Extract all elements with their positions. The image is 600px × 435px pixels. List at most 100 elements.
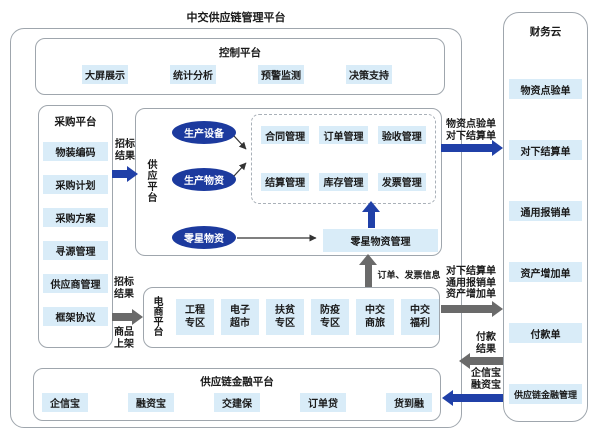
finance-platform-item: 货到融 [386, 393, 432, 412]
label-line: 物资点验单 [446, 119, 496, 130]
ecommerce-item-line: 超市 [230, 318, 250, 329]
finance-cloud-item: 通用报销单 [509, 201, 582, 221]
supply-module: 库存管理 [319, 172, 368, 191]
purchase-item: 采购计划 [43, 175, 108, 194]
finance-platform-item: 交建保 [214, 393, 260, 412]
control-platform-title: 控制平台 [219, 47, 261, 59]
ecommerce-item: 工程专区 [176, 299, 214, 335]
arrow-ecommerce-to-sporadic [359, 254, 377, 287]
ecommerce-item-line: 中交 [410, 305, 430, 316]
label-line: 付款 [476, 332, 496, 343]
arrow-sporadic-to-modules [362, 201, 380, 228]
supply-oval-production-material: 生产物资 [172, 168, 236, 191]
label-line: 资产增加单 [446, 289, 496, 300]
ecommerce-item-line: 工程 [185, 305, 205, 316]
ecommerce-item: 扶贫专区 [266, 299, 304, 335]
purchase-platform-items: 物装编码 采购计划 采购方案 寻源管理 供应商管理 框架协议 [43, 142, 108, 326]
arrow-purchase-to-ecommerce [112, 309, 143, 325]
ecommerce-platform-items: 工程专区 电子超市 扶贫专区 防疫专区 中交商旅 中交福利 [176, 299, 439, 335]
purchase-item: 供应商管理 [43, 274, 108, 293]
purchase-item: 物装编码 [43, 142, 108, 161]
ecommerce-item-line: 专区 [320, 318, 340, 329]
arrow-supply-to-finance-cloud [441, 140, 503, 156]
label-line: 招标 [114, 277, 134, 288]
supply-oval-production-equipment: 生产设备 [172, 121, 236, 144]
control-item: 预警监测 [258, 65, 304, 84]
control-item: 统计分析 [170, 65, 216, 84]
finance-cloud-item: 供应链金融管理 [509, 384, 582, 404]
supply-platform-box: 供应平台 生产设备 生产物资 零星物资 合同管理 订单管理 验收管理 结算管理 … [135, 108, 442, 256]
label-line: 融资宝 [471, 379, 501, 391]
label-line: 上架 [114, 338, 134, 350]
label-line: 结果 [115, 150, 135, 162]
label-line: 对下结算单 [446, 130, 496, 142]
ecommerce-item-line: 电子 [230, 305, 250, 316]
finance-platform-item: 订单贷 [300, 393, 346, 412]
arrow-finance-cloud-payment-result [459, 353, 503, 369]
ecommerce-item-line: 商旅 [365, 318, 385, 329]
label-line: 商品 [114, 327, 134, 338]
finance-cloud-item: 物资点验单 [509, 79, 582, 99]
finance-platform-box: 供应链金融平台 企信宝 融资宝 交建保 订单贷 货到融 [33, 368, 441, 421]
control-item: 大屏展示 [82, 65, 128, 84]
finance-cloud-item: 付款单 [509, 323, 582, 343]
label-line: 结果 [476, 343, 496, 355]
arrow-ecommerce-to-finance-cloud [441, 301, 503, 317]
supply-modules-dashed-box: 合同管理 订单管理 验收管理 结算管理 库存管理 发票管理 [251, 114, 436, 204]
ecommerce-item-line: 扶贫 [275, 305, 295, 316]
ecommerce-item: 电子超市 [221, 299, 259, 335]
finance-platform-item: 企信宝 [42, 393, 88, 412]
label-line: 结果 [114, 288, 134, 300]
inspection-settlement-label: 物资点验单 对下结算单 [438, 119, 504, 142]
arrow-purchase-to-supply [112, 166, 138, 182]
ecommerce-item: 防疫专区 [311, 299, 349, 335]
label-line: 通用报销单 [446, 277, 496, 289]
control-platform-box: 控制平台 大屏展示 统计分析 预警监测 决策支持 [35, 38, 445, 95]
control-item: 决策支持 [346, 65, 392, 84]
control-platform-items: 大屏展示 统计分析 预警监测 决策支持 [82, 65, 392, 84]
supply-platform-title: 供应平台 [145, 159, 156, 203]
arrow-finance-cloud-to-finance-platform [442, 390, 503, 406]
finance-platform-title: 供应链金融平台 [200, 376, 274, 388]
finance-platform-items: 企信宝 融资宝 交建保 订单贷 货到融 [42, 393, 432, 412]
ecommerce-item-line: 专区 [275, 318, 295, 329]
label-line: 招标 [115, 139, 135, 150]
purchase-item: 框架协议 [43, 307, 108, 326]
bid-result-label-top: 招标 结果 [111, 139, 139, 162]
ecommerce-item-line: 专区 [185, 318, 205, 329]
order-invoice-label: 订单、发票信息 [377, 270, 441, 282]
finance-platform-item: 融资宝 [128, 393, 174, 412]
supply-module: 订单管理 [319, 126, 368, 144]
ecommerce-item: 中交福利 [401, 299, 439, 335]
finance-cloud-title: 财务云 [529, 26, 562, 38]
diagram-title: 中交供应链管理平台 [186, 12, 286, 24]
finance-cloud-item: 对下结算单 [509, 140, 582, 160]
sporadic-material-management: 零星物资管理 [323, 229, 438, 252]
bid-result-label-bottom: 招标 结果 [109, 277, 139, 300]
purchase-item: 寻源管理 [43, 241, 108, 260]
finance-cloud-item: 资产增加单 [509, 262, 582, 282]
supply-module: 发票管理 [377, 172, 426, 191]
ecommerce-item-line: 中交 [365, 305, 385, 316]
ecommerce-item-line: 福利 [410, 318, 430, 329]
payment-result-label: 付款 结果 [471, 332, 501, 355]
label-line: 企信宝 [471, 368, 501, 379]
finance-cloud-items: 物资点验单 对下结算单 通用报销单 资产增加单 付款单 供应链金融管理 [509, 79, 582, 404]
supply-module: 合同管理 [261, 126, 310, 144]
purchase-platform-title: 采购平台 [54, 116, 97, 128]
purchase-item: 采购方案 [43, 208, 108, 227]
supply-oval-sporadic-material: 零星物资 [172, 226, 236, 249]
settlement-reimburse-asset-label: 对下结算单 通用报销单 资产增加单 [438, 266, 504, 301]
finance-cloud-box: 财务云 物资点验单 对下结算单 通用报销单 资产增加单 付款单 供应链金融管理 [503, 12, 588, 422]
goods-listing-label: 商品 上架 [109, 327, 139, 350]
supply-module: 验收管理 [377, 126, 426, 144]
finance-products-label: 企信宝 融资宝 [469, 368, 503, 391]
supply-module: 结算管理 [261, 172, 310, 191]
ecommerce-item: 中交商旅 [356, 299, 394, 335]
purchase-platform-box: 采购平台 物装编码 采购计划 采购方案 寻源管理 供应商管理 框架协议 [38, 105, 113, 348]
label-line: 订单、发票信息 [377, 270, 441, 280]
ecommerce-platform-box: 电商平台 工程专区 电子超市 扶贫专区 防疫专区 中交商旅 中交福利 [143, 287, 440, 348]
ecommerce-platform-title: 电商平台 [151, 296, 162, 336]
ecommerce-item-line: 防疫 [320, 305, 340, 316]
